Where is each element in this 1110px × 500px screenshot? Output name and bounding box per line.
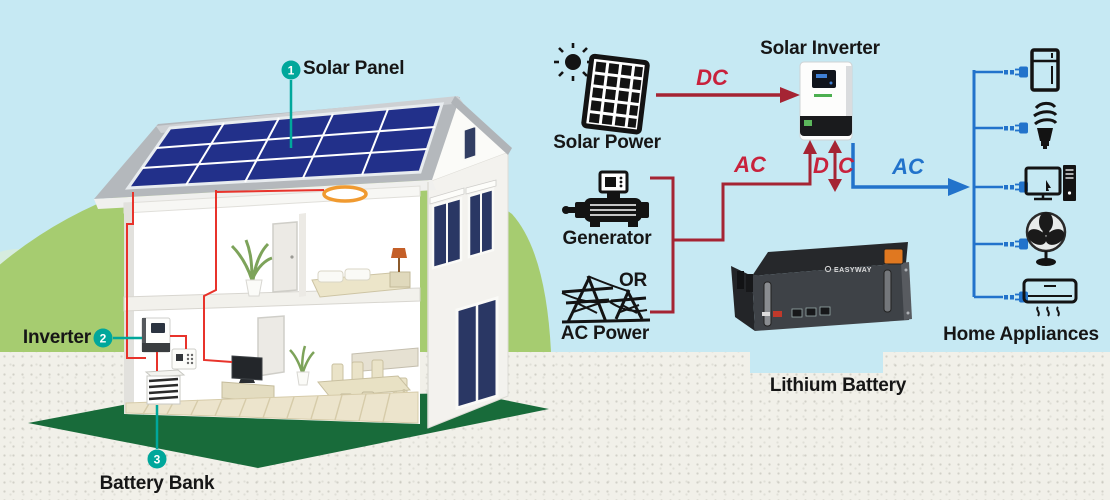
downstairs-door bbox=[257, 315, 285, 377]
ac-input-label: AC bbox=[734, 152, 766, 177]
plug-icon bbox=[974, 66, 1028, 78]
appliance-branches bbox=[972, 66, 1030, 304]
battery-bank-stack bbox=[144, 369, 186, 405]
marker-1: 1 bbox=[281, 60, 301, 80]
upper-window-2 bbox=[465, 179, 497, 259]
outlet-panel bbox=[171, 348, 197, 370]
nightstand-lamp bbox=[389, 248, 411, 288]
d-label: D bbox=[813, 153, 829, 178]
rooftop-solar-array bbox=[125, 102, 445, 190]
roof-right-edge bbox=[451, 96, 512, 155]
fan-icon bbox=[1025, 211, 1067, 266]
upstairs-door bbox=[272, 221, 298, 293]
solar-inverter-image bbox=[799, 61, 853, 141]
lithium-battery-label: Lithium Battery bbox=[769, 375, 907, 396]
marker-2: 2 bbox=[93, 328, 113, 348]
upstairs-plant bbox=[230, 239, 273, 297]
upper-window-1 bbox=[429, 187, 465, 270]
battery-bank-label: Battery Bank bbox=[99, 473, 215, 494]
dc-battery-arrow bbox=[828, 140, 842, 192]
generator-icon bbox=[562, 170, 649, 227]
solar-panel-icon bbox=[581, 53, 650, 135]
power-lines-icon bbox=[561, 275, 651, 324]
gable-window bbox=[463, 124, 477, 162]
ac-output-label: AC bbox=[892, 154, 924, 179]
solar-panel-label: Solar Panel bbox=[303, 58, 405, 79]
downstairs-plant bbox=[289, 345, 315, 386]
refrigerator-icon bbox=[1030, 48, 1060, 92]
generator-label: Generator bbox=[562, 228, 652, 249]
battery-brand-text: EASYWAY bbox=[834, 267, 872, 274]
air-conditioner-icon bbox=[1022, 278, 1078, 317]
lower-window bbox=[455, 295, 499, 411]
house-illustration bbox=[94, 96, 512, 429]
solar-power-label: Solar Power bbox=[553, 132, 661, 153]
sun-icon bbox=[554, 43, 592, 81]
marker-lines bbox=[113, 80, 293, 449]
dc-arrow bbox=[656, 87, 800, 103]
dc-label: DC bbox=[696, 65, 728, 90]
house-wiring bbox=[126, 189, 325, 371]
inverter-label: Inverter bbox=[22, 327, 91, 348]
marker-3: 3 bbox=[147, 449, 167, 469]
solar-inverter-label: Solar Inverter bbox=[760, 38, 880, 59]
home-appliances-label: Home Appliances bbox=[943, 324, 1099, 345]
c-label: C bbox=[838, 153, 854, 178]
upstairs-wall bbox=[299, 213, 306, 297]
ac-output-path bbox=[851, 70, 976, 297]
tv-and-console bbox=[221, 355, 275, 403]
wood-floor bbox=[125, 391, 419, 424]
lithium-battery-image: EASYWAY bbox=[731, 242, 912, 331]
ac-power-label: AC Power bbox=[560, 323, 650, 344]
or-label: OR bbox=[618, 270, 648, 291]
wall-inverter bbox=[141, 317, 171, 353]
ac-input-arrowhead bbox=[803, 140, 817, 154]
battery-backdrop bbox=[750, 352, 883, 373]
ceiling-light bbox=[322, 185, 368, 203]
bed bbox=[311, 268, 411, 298]
cfl-bulb-icon bbox=[1033, 101, 1058, 149]
ac-input-path bbox=[650, 152, 812, 314]
computer-icon bbox=[1024, 165, 1076, 201]
